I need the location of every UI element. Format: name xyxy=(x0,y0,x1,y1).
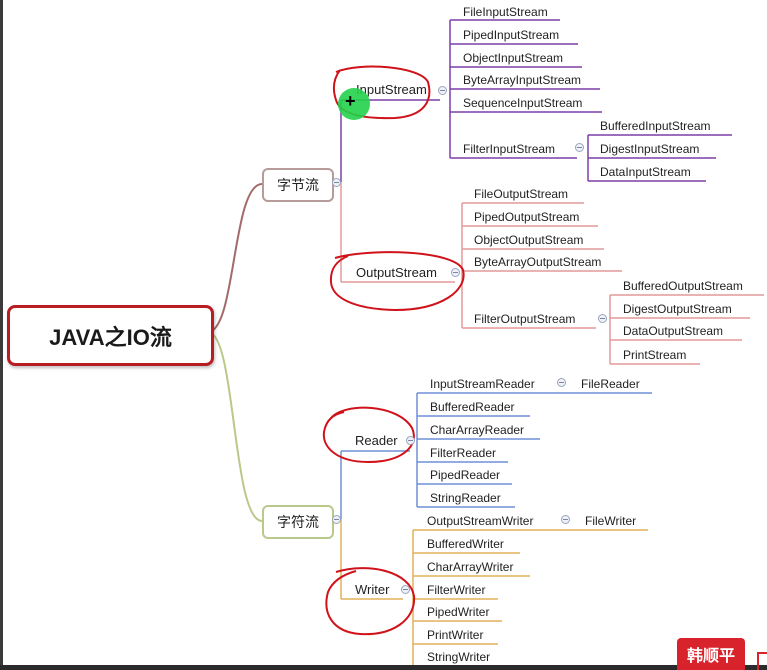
collapse-toggle-icon[interactable] xyxy=(557,378,566,387)
list-item[interactable]: ObjectOutputStream xyxy=(474,233,584,247)
input-stream-node[interactable]: InputStream xyxy=(356,82,427,97)
list-item[interactable]: DigestOutputStream xyxy=(623,302,732,316)
list-item[interactable]: PrintWriter xyxy=(427,628,484,642)
list-item[interactable]: FilterInputStream xyxy=(463,142,556,156)
list-item[interactable]: ObjectInputStream xyxy=(463,51,564,65)
mouse-cursor-icon xyxy=(338,88,370,120)
list-item[interactable]: FileWriter xyxy=(585,514,637,528)
list-item[interactable]: PipedReader xyxy=(430,468,501,482)
list-item[interactable]: FileReader xyxy=(581,377,640,391)
window-frame-left xyxy=(0,0,3,670)
list-item[interactable]: ByteArrayInputStream xyxy=(463,73,582,87)
collapse-toggle-icon[interactable] xyxy=(332,515,341,524)
list-item[interactable]: PipedInputStream xyxy=(463,28,560,42)
list-item[interactable]: PipedOutputStream xyxy=(474,210,580,224)
collapse-toggle-icon[interactable] xyxy=(561,515,570,524)
list-item[interactable]: StringReader xyxy=(430,491,501,505)
list-item[interactable]: SequenceInputStream xyxy=(463,96,583,110)
collapse-toggle-icon[interactable] xyxy=(406,436,415,445)
collapse-toggle-icon[interactable] xyxy=(598,314,607,323)
list-item[interactable]: BufferedWriter xyxy=(427,537,504,551)
list-item[interactable]: DataOutputStream xyxy=(623,324,724,338)
list-item[interactable]: CharArrayWriter xyxy=(427,560,514,574)
list-item[interactable]: FilterWriter xyxy=(427,583,486,597)
root-node[interactable]: JAVA之IO流 xyxy=(7,305,214,366)
list-item[interactable]: StringWriter xyxy=(427,650,491,664)
byte-stream-node[interactable]: 字节流 xyxy=(262,168,334,202)
output-stream-node[interactable]: OutputStream xyxy=(356,265,437,280)
collapse-toggle-icon[interactable] xyxy=(451,268,460,277)
list-item[interactable]: BufferedInputStream xyxy=(600,119,711,133)
list-item[interactable]: FileInputStream xyxy=(463,5,548,19)
char-stream-node[interactable]: 字符流 xyxy=(262,505,334,539)
list-item[interactable]: DataInputStream xyxy=(600,165,691,179)
list-item[interactable]: ByteArrayOutputStream xyxy=(474,255,602,269)
reader-node[interactable]: Reader xyxy=(355,433,398,448)
list-item[interactable]: FileOutputStream xyxy=(474,187,569,201)
list-item[interactable]: PrintStream xyxy=(623,348,687,362)
list-item[interactable]: FilterOutputStream xyxy=(474,312,576,326)
list-item[interactable]: BufferedOutputStream xyxy=(623,279,743,293)
collapse-toggle-icon[interactable] xyxy=(401,585,410,594)
collapse-toggle-icon[interactable] xyxy=(438,86,447,95)
list-item[interactable]: OutputStreamWriter xyxy=(427,514,534,528)
window-frame-bottom xyxy=(0,665,767,670)
move-cursor-icon: + xyxy=(345,91,356,111)
list-item[interactable]: CharArrayReader xyxy=(430,423,525,437)
list-item[interactable]: BufferedReader xyxy=(430,400,515,414)
collapse-toggle-icon[interactable] xyxy=(575,143,584,152)
list-item[interactable]: FilterReader xyxy=(430,446,497,460)
writer-node[interactable]: Writer xyxy=(355,582,390,597)
collapse-toggle-icon[interactable] xyxy=(332,178,341,187)
watermark-edge xyxy=(757,652,767,670)
list-item[interactable]: InputStreamReader xyxy=(430,377,535,391)
watermark-logo: 韩顺平 xyxy=(677,638,745,670)
list-item[interactable]: PipedWriter xyxy=(427,605,490,619)
list-item[interactable]: DigestInputStream xyxy=(600,142,700,156)
